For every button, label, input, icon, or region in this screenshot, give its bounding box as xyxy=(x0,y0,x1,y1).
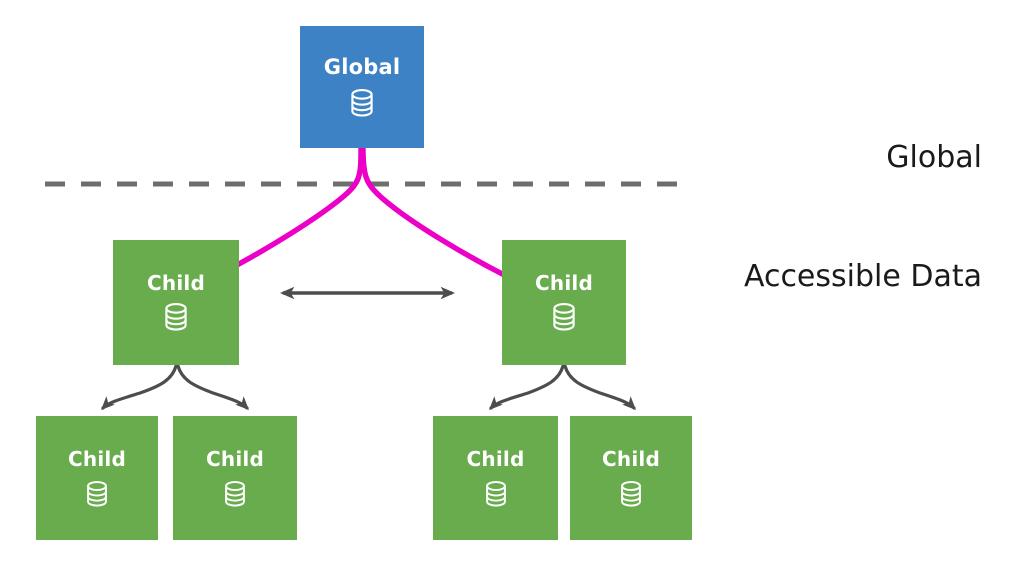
database-icon xyxy=(222,480,248,508)
database-icon xyxy=(162,302,190,332)
node-child-leaf-3-label: Child xyxy=(466,446,525,471)
node-global-label: Global xyxy=(323,54,401,79)
database-icon xyxy=(348,88,376,118)
node-child-leaf-1-label: Child xyxy=(68,446,126,471)
connector-child-right-to-leaf-3 xyxy=(489,364,565,410)
connector-child-left-to-leaf-1 xyxy=(101,364,178,410)
database-icon xyxy=(550,302,578,332)
node-child-leaf-1[interactable]: Child xyxy=(36,416,158,540)
node-global[interactable]: Global xyxy=(300,26,424,148)
node-child-left-label: Child xyxy=(147,271,205,295)
diagram-caption: Global Accessible Data xyxy=(562,58,982,377)
node-child-right[interactable]: Child xyxy=(502,240,626,365)
node-child-leaf-2[interactable]: Child xyxy=(173,416,297,540)
database-icon xyxy=(483,480,509,508)
node-child-leaf-2-label: Child xyxy=(206,446,264,471)
node-child-leaf-4-label: Child xyxy=(602,446,660,471)
node-child-left[interactable]: Child xyxy=(113,240,239,365)
database-icon xyxy=(84,480,110,508)
node-child-leaf-3[interactable]: Child xyxy=(433,416,558,540)
node-child-leaf-4[interactable]: Child xyxy=(570,416,692,540)
database-icon xyxy=(618,480,644,508)
connector-child-left-to-leaf-2 xyxy=(176,364,249,410)
caption-line-1: Global xyxy=(886,139,982,175)
caption-line-2: Accessible Data xyxy=(743,259,982,295)
node-child-right-label: Child xyxy=(535,271,593,295)
